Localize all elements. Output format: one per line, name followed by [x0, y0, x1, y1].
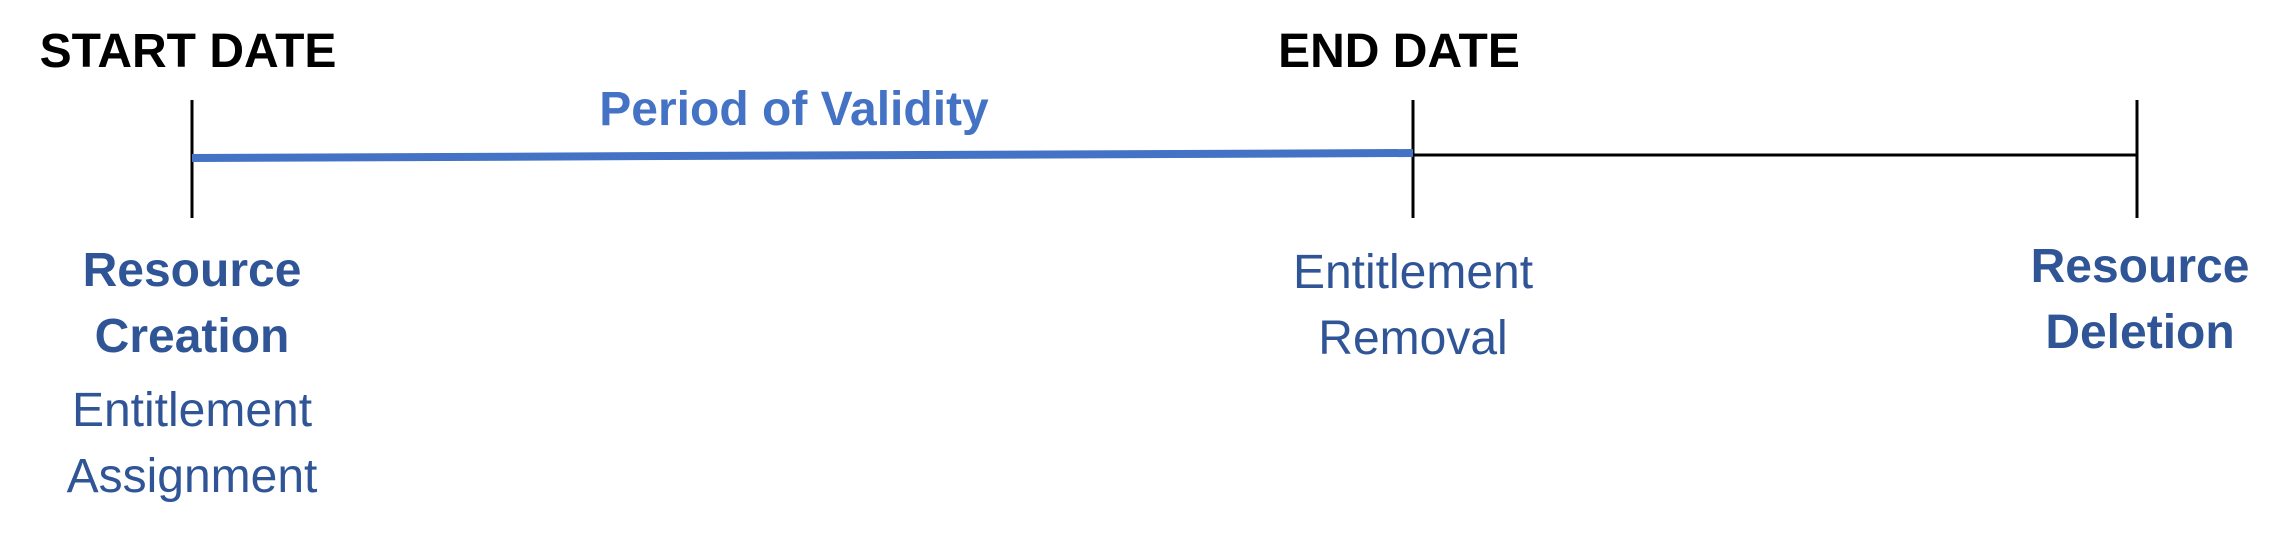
start-date-heading: START DATE: [39, 25, 337, 78]
resource-creation-line2: Creation: [94, 310, 290, 363]
period-of-validity-line: [191, 149, 1414, 162]
entitlement-removal-line1: Entitlement: [1292, 246, 1534, 299]
resource-deletion-label: Resource Deletion: [2031, 234, 2250, 366]
resource-deletion-line1: Resource: [2030, 240, 2250, 293]
period-of-validity-label: Period of Validity: [599, 83, 989, 136]
resource-creation-label: Resource Creation: [83, 238, 302, 370]
entitlement-assignment-line2: Assignment: [66, 450, 318, 503]
end-date-heading: END DATE: [1278, 25, 1520, 78]
resource-deletion-line2: Deletion: [2045, 306, 2235, 359]
entitlement-removal-label: Entitlement Removal: [1293, 240, 1533, 372]
entitlement-assignment-line1: Entitlement: [71, 384, 313, 437]
resource-creation-line1: Resource: [82, 244, 302, 297]
entitlement-removal-line2: Removal: [1318, 312, 1508, 365]
entitlement-assignment-label: Entitlement Assignment: [67, 378, 318, 510]
